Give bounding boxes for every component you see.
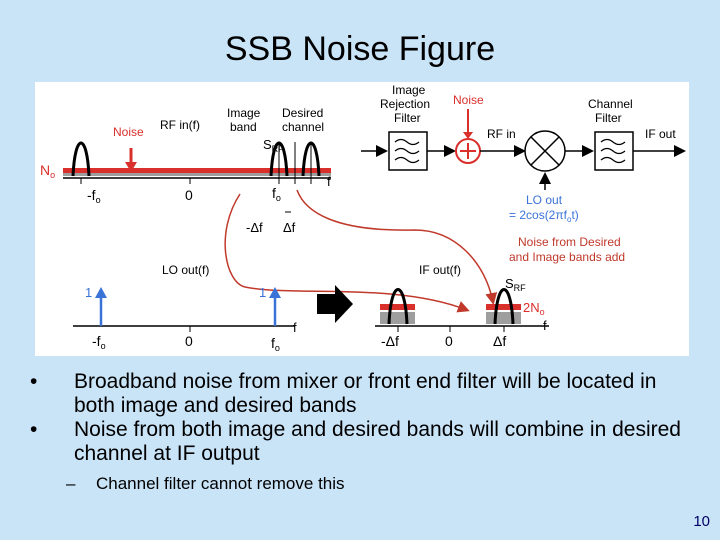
transform-arrow-icon <box>317 285 353 323</box>
two-no-label: 2No <box>523 300 545 317</box>
slide-title: SSB Noise Figure <box>224 30 496 68</box>
lo-expression: = 2cos(2πfot) <box>509 208 579 224</box>
sub-bullet-marker: – <box>66 474 76 493</box>
rf-in-label: RF in(f) <box>160 118 200 132</box>
if-out-label-block: IF out <box>645 127 676 141</box>
zero-lo: 0 <box>185 333 193 349</box>
bullet-list: • Broadband noise from mixer or front en… <box>30 370 700 496</box>
srf-label: SRF <box>263 137 284 154</box>
minus-delta-f-if: -Δf <box>381 333 399 349</box>
f-axis-lo: f <box>293 320 297 335</box>
zero-if: 0 <box>445 333 453 349</box>
fo-top: fo <box>272 185 281 203</box>
noise-label-top: Noise <box>113 125 144 139</box>
noise-floor-gray <box>63 173 331 176</box>
channel-filter-label: Channel Filter <box>588 97 636 125</box>
bullet-item: • Broadband noise from mixer or front en… <box>30 370 657 417</box>
lo-one-right: 1 <box>259 285 266 300</box>
lo-out-title: LO out(f) <box>162 263 209 277</box>
minus-fo-lo: -fo <box>92 333 106 351</box>
noise-floor-band <box>63 168 331 173</box>
delta-f-top: Δf <box>283 220 296 235</box>
filter-icon <box>394 138 420 164</box>
noise-note: Noise from Desired and Image bands add <box>509 235 625 264</box>
image-bump-negative <box>71 141 91 177</box>
if-spectrum-plot: IF out(f) SRF 2No f -Δf 0 Δf <box>375 263 549 349</box>
image-rejection-filter-label: Image Rejection Filter <box>380 83 433 125</box>
receiver-block-diagram: Image Rejection Filter Noise RF in <box>361 83 686 264</box>
sub-bullet-item: – Channel filter cannot remove this <box>30 472 700 496</box>
lo-out-label: LO out <box>526 193 563 207</box>
delta-f-if: Δf <box>493 333 506 349</box>
minus-fo-top: -fo <box>87 187 101 205</box>
if-bump-pos <box>493 288 515 325</box>
channel-filter-block <box>594 131 634 171</box>
bullet-marker: • <box>30 418 38 441</box>
desired-to-if-arrow <box>296 189 498 305</box>
no-label: No <box>40 162 55 180</box>
zero-top: 0 <box>185 187 193 203</box>
lo-one-left: 1 <box>85 285 92 300</box>
if-out-title: IF out(f) <box>419 263 461 277</box>
f-axis-if: f <box>543 318 547 333</box>
lo-spectrum-plot: LO out(f) 1 1 f -fo 0 fo <box>73 263 297 353</box>
bullet-marker: • <box>30 370 38 393</box>
if-bump-neg <box>387 288 409 325</box>
page-number: 10 <box>693 513 710 530</box>
fo-lo: fo <box>271 335 280 353</box>
srf-if: SRF <box>505 276 526 293</box>
image-rejection-filter-block <box>388 131 428 171</box>
minus-delta-f-top: -Δf <box>246 220 263 235</box>
noise-label-block: Noise <box>453 93 484 107</box>
channel-filter-icon <box>600 138 626 164</box>
image-to-if-arrow <box>224 193 470 313</box>
f-axis-top: f <box>327 174 331 189</box>
rf-in-label-block: RF in <box>487 127 516 141</box>
bullet-item: • Noise from both image and desired band… <box>30 418 681 465</box>
